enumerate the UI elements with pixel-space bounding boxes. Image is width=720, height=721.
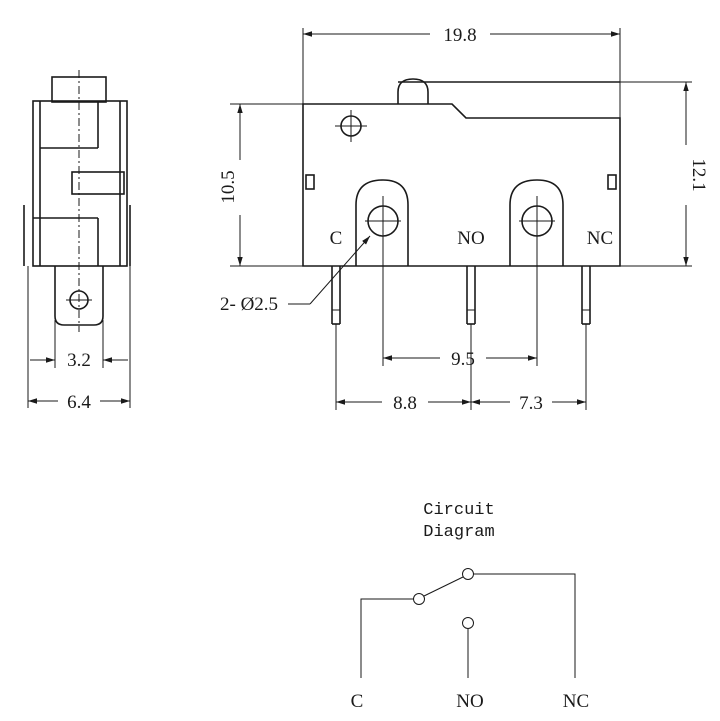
actuator-button: [397, 78, 429, 104]
contact-no: [462, 617, 474, 629]
circuit-label-nc: NC: [563, 691, 589, 712]
dim-hole-spacing: 9.5: [451, 349, 475, 370]
side-notch: [71, 171, 125, 195]
dim-body-height: 10.5: [218, 170, 239, 203]
label-c: C: [330, 228, 343, 249]
label-no: NO: [457, 228, 484, 249]
boss-nc: [509, 179, 564, 266]
side-terminal: [54, 266, 104, 326]
contact-c: [413, 593, 425, 605]
pin-nc: [581, 266, 591, 325]
side-body: [32, 100, 128, 267]
circuit-title-line2: Diagram: [423, 523, 494, 542]
circuit-title-line1: Circuit: [423, 501, 494, 520]
circuit-label-no: NO: [456, 691, 483, 712]
dim-overall-length: 19.8: [443, 25, 476, 46]
dim-no-to-nc: 7.3: [519, 393, 543, 414]
switch-blade: [423, 576, 464, 597]
dim-c-to-no: 8.8: [393, 393, 417, 414]
hole-callout: 2- Ø2.5: [220, 294, 278, 315]
front-view: C NO NC 19.8 12.1 10.5 2- Ø2.5 9.5: [218, 25, 709, 414]
contact-nc: [462, 568, 474, 580]
boss-c: [355, 179, 409, 266]
wire-nc: [474, 573, 576, 678]
dim-terminal-width: 3.2: [67, 350, 91, 371]
pin-no: [466, 266, 476, 325]
dim-body-width: 6.4: [67, 392, 91, 413]
circuit-label-c: C: [351, 691, 364, 712]
dim-overall-height: 12.1: [688, 158, 709, 191]
wire-c: [360, 598, 413, 678]
label-nc: NC: [587, 228, 613, 249]
circuit-diagram: Circuit Diagram C NO NC: [351, 501, 590, 712]
side-view: 3.2 6.4: [23, 70, 131, 413]
